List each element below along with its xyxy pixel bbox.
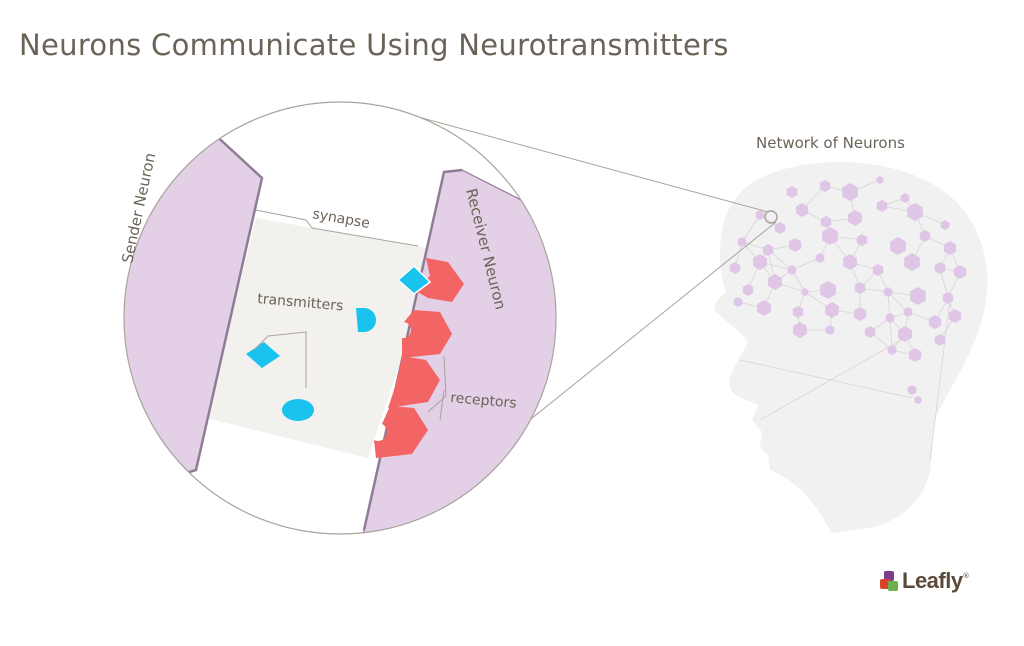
network-edge: [887, 291, 909, 313]
network-nodes: [729, 176, 967, 404]
synapse-gap: [206, 218, 438, 458]
network-node: [934, 334, 946, 346]
network-node: [934, 262, 946, 274]
network-node: [788, 238, 802, 252]
network-node: [774, 222, 786, 234]
network-node: [729, 262, 741, 274]
network-node: [928, 315, 942, 329]
receptors: [374, 258, 464, 458]
network-node: [890, 237, 906, 255]
network-node: [903, 307, 913, 317]
network-node: [757, 300, 771, 316]
magnifier-circle-outline: [123, 101, 557, 535]
network-node: [853, 307, 867, 321]
network-node: [900, 193, 910, 203]
receptors-label: receptors: [450, 390, 518, 412]
head-silhouette: [714, 162, 988, 534]
network-node: [864, 326, 876, 338]
network-node: [792, 306, 804, 318]
receptor: [402, 310, 452, 358]
network-node: [940, 220, 950, 230]
magnified-view: Sender Neuron Receiver Neuron synapse tr…: [118, 101, 557, 535]
network-node: [872, 264, 884, 276]
network-node: [856, 234, 868, 246]
network-node: [914, 396, 922, 404]
network-node: [854, 282, 866, 294]
transmitter-diamond: [246, 342, 280, 368]
network-node: [820, 281, 836, 299]
network-edge: [759, 337, 906, 421]
network-node: [876, 176, 884, 184]
network-node: [822, 227, 838, 245]
logo-trademark: ®: [962, 572, 970, 580]
network-node: [948, 309, 962, 323]
network-node: [825, 325, 835, 335]
network-node: [919, 230, 931, 242]
network-node: [876, 200, 888, 212]
label-leaders: [253, 209, 447, 421]
network-node: [904, 253, 920, 271]
network-node: [898, 326, 912, 342]
network-edge: [889, 317, 893, 351]
page-title: Neurons Communicate Using Neurotransmitt…: [19, 28, 729, 62]
network-node: [753, 254, 767, 270]
network-node: [883, 287, 893, 297]
logo-wordmark: Leafly: [902, 568, 963, 593]
network-node: [737, 237, 747, 247]
network-node: [755, 210, 765, 220]
network-edge: [929, 299, 951, 461]
network-node: [953, 265, 967, 279]
network-node: [907, 203, 923, 221]
network-node: [742, 284, 754, 296]
network-node: [942, 292, 954, 304]
transmitters: [246, 264, 432, 421]
transmitters-label: transmitters: [257, 291, 344, 314]
network-node: [825, 302, 839, 318]
transmitter-semicircle: [356, 308, 376, 332]
network-node: [820, 216, 832, 228]
receptor: [388, 356, 440, 408]
transmitter-oval: [282, 399, 314, 421]
receptor: [374, 406, 428, 458]
transmitter-bound: [396, 264, 432, 295]
network-node: [815, 253, 825, 263]
magnifier-focus-circle: [764, 210, 778, 224]
network-node: [787, 265, 797, 275]
network-node: [885, 313, 895, 323]
network-node: [887, 345, 897, 355]
network-node: [943, 241, 957, 255]
network-edge: [739, 359, 913, 399]
network-node: [908, 348, 922, 362]
network-node: [848, 210, 862, 226]
network-node: [843, 254, 857, 270]
network-node: [733, 297, 743, 307]
network-node: [768, 274, 782, 290]
network-title: Network of Neurons: [756, 134, 905, 152]
network-node: [793, 322, 807, 338]
brand-logo: Leafly ®: [880, 568, 970, 594]
network-edge: [791, 257, 821, 271]
network-node: [819, 180, 831, 192]
network-node: [907, 385, 917, 395]
network-node: [795, 203, 809, 217]
magnifier-line-top: [399, 111, 769, 213]
head-illustration: [714, 162, 988, 534]
network-node: [786, 186, 798, 198]
network-node: [842, 183, 858, 201]
network-node: [762, 244, 774, 256]
logo-mark-icon: [880, 570, 900, 592]
network-node: [801, 288, 809, 296]
network-edge: [741, 214, 761, 243]
network-node: [910, 287, 926, 305]
receptor: [414, 258, 464, 302]
